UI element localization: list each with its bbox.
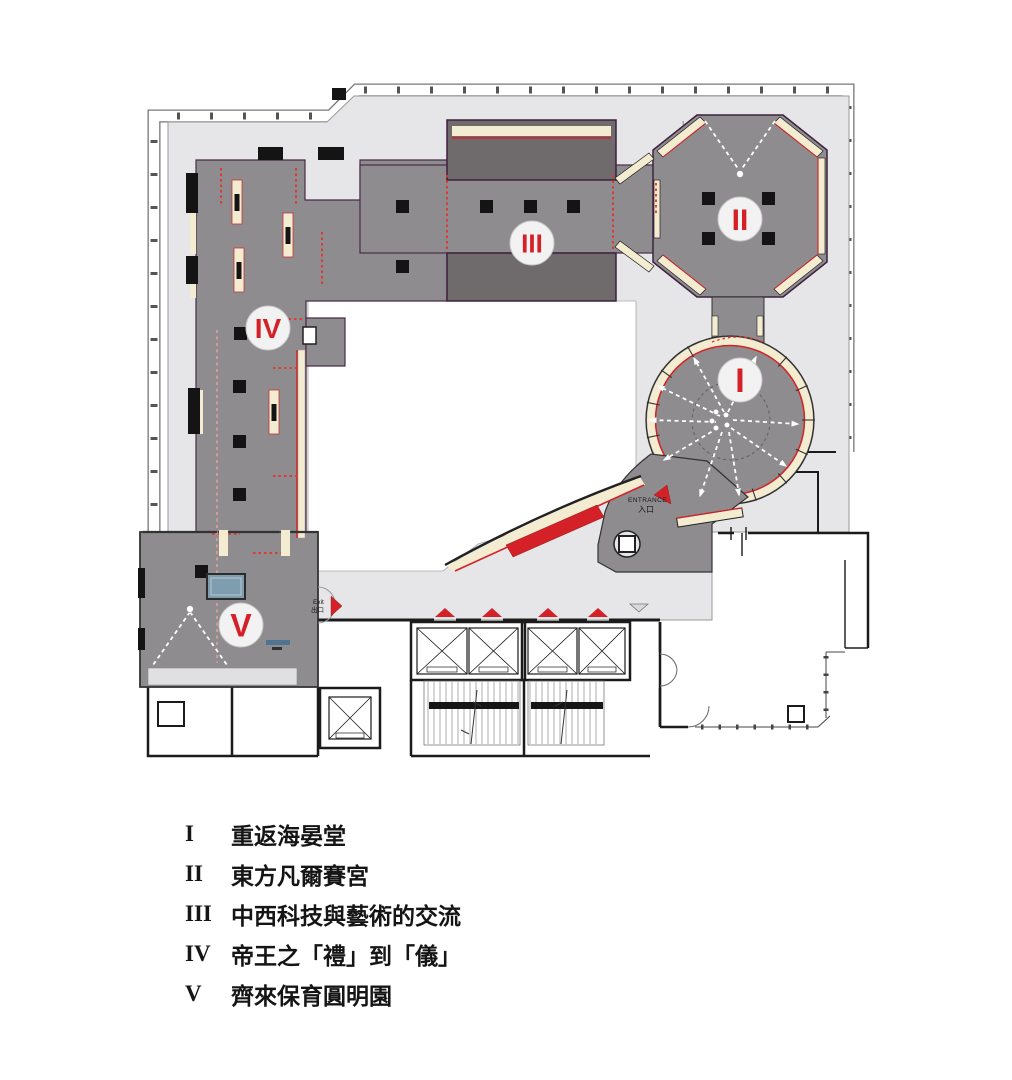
elevator bbox=[318, 686, 382, 750]
zone-2-numeral: II bbox=[732, 204, 749, 237]
legend-label: 齊來保育圓明園 bbox=[231, 984, 392, 1009]
legend-item-5: V 齊來保育圓明園 bbox=[185, 974, 461, 1014]
legend-item-1: I 重返海晏堂 bbox=[185, 814, 461, 854]
exit-area: Exit 出口 bbox=[311, 586, 343, 624]
door-leaf bbox=[302, 326, 317, 345]
exit-label-zh: 出口 bbox=[311, 605, 324, 614]
stairs bbox=[409, 622, 662, 758]
zone-badge-4: IV bbox=[245, 305, 291, 351]
zone-5-numeral: V bbox=[230, 608, 252, 644]
legend-label: 重返海晏堂 bbox=[231, 824, 346, 849]
legend-label: 帝王之「禮」到「儀」 bbox=[231, 944, 461, 969]
display-case bbox=[282, 212, 294, 258]
foyer-display-wall bbox=[676, 507, 744, 528]
zone-badge-5: V bbox=[218, 602, 264, 648]
zone-3-numeral: III bbox=[521, 228, 543, 258]
zone-badge-3: III bbox=[509, 220, 555, 266]
zone-4-numeral: IV bbox=[255, 313, 282, 344]
legend-numeral: II bbox=[185, 861, 203, 886]
projection-screen bbox=[206, 573, 246, 600]
legend-item-3: III 中西科技與藝術的交流 bbox=[185, 894, 461, 934]
entrance-label-zh: 入口 bbox=[638, 505, 654, 514]
legend-label: 東方凡爾賽宮 bbox=[231, 864, 369, 889]
entrance-arrow-icon bbox=[653, 484, 672, 505]
display-case bbox=[268, 389, 280, 435]
zone-badge-1: I bbox=[717, 357, 763, 403]
entrance-label-en: ENTRANCE bbox=[628, 497, 667, 504]
octagon-display-walls bbox=[614, 116, 826, 337]
entrance-area: ENTRANCE 入口 bbox=[435, 474, 672, 617]
sightline-arrows bbox=[648, 355, 800, 498]
ticket-desk bbox=[505, 504, 605, 558]
legend-item-2: II 東方凡爾賽宮 bbox=[185, 854, 461, 894]
legend-item-4: IV 帝王之「禮」到「儀」 bbox=[185, 934, 461, 974]
legend-numeral: IV bbox=[185, 941, 211, 966]
floor-plan: ENTRANCE 入口 Exit 出口 bbox=[138, 83, 870, 758]
zone-1-numeral: I bbox=[735, 362, 744, 400]
red-dotted-lines bbox=[212, 168, 657, 663]
zone-5-details bbox=[143, 530, 318, 666]
bench bbox=[266, 640, 290, 645]
zone-3-details bbox=[396, 126, 611, 273]
zone-1-details bbox=[648, 336, 800, 528]
legend-numeral: III bbox=[185, 901, 212, 926]
display-case bbox=[231, 179, 243, 225]
elevator-bank bbox=[409, 620, 632, 682]
display-case bbox=[233, 247, 245, 293]
legend-label: 中西科技與藝術的交流 bbox=[231, 904, 461, 929]
column-circle bbox=[613, 530, 641, 558]
legend-numeral: V bbox=[185, 981, 202, 1006]
zone-2-details bbox=[702, 120, 776, 245]
legend: I 重返海晏堂 II 東方凡爾賽宮 III 中西科技與藝術的交流 IV 帝王之「… bbox=[185, 814, 461, 1014]
legend-numeral: I bbox=[185, 821, 194, 846]
exit-label-en: Exit bbox=[313, 599, 324, 606]
zone-badge-2: II bbox=[717, 196, 763, 242]
zone-5-floor-strip bbox=[147, 667, 298, 686]
zone-4-details bbox=[138, 88, 346, 650]
exit-arrow-icon bbox=[330, 595, 343, 617]
door-triangle-icons bbox=[435, 603, 650, 617]
back-of-house bbox=[146, 120, 870, 758]
